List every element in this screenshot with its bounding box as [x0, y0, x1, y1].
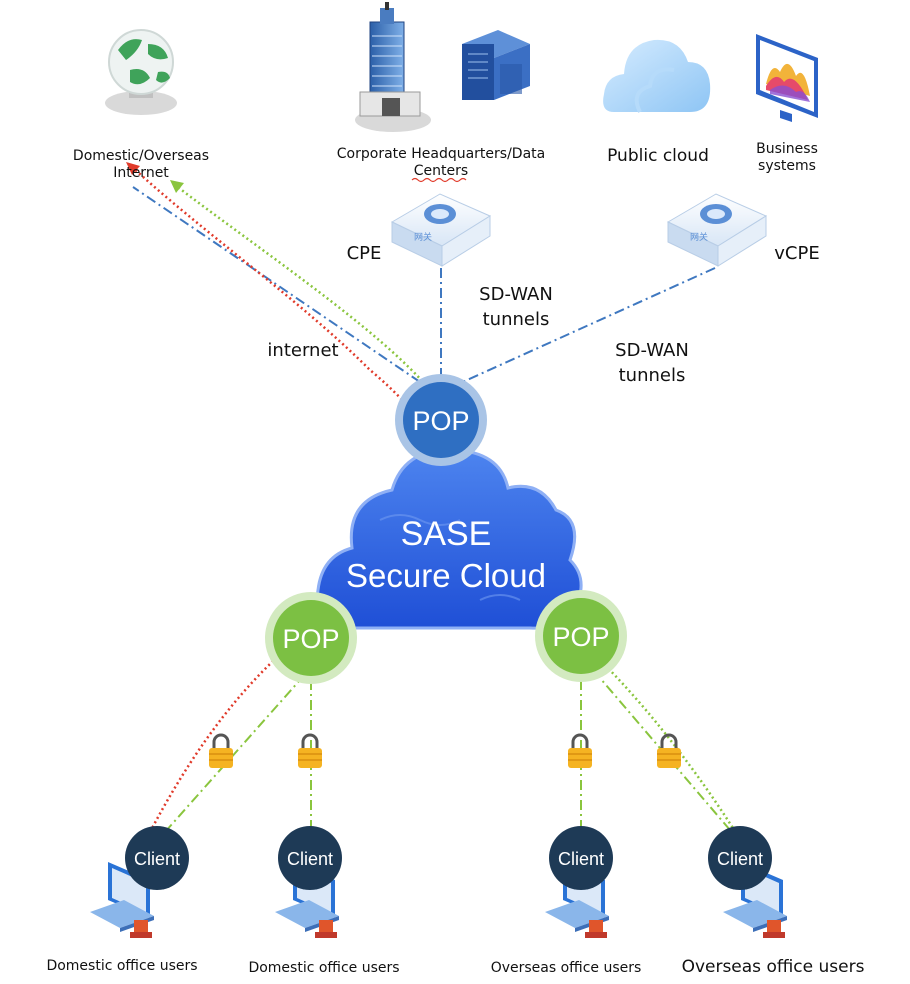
pop-right-node: [535, 590, 627, 682]
svg-text:网关: 网关: [690, 231, 708, 243]
client-badge: [549, 826, 613, 890]
internet-label-line1: Domestic/Overseas: [73, 148, 209, 164]
lock-icon: [568, 733, 592, 768]
vcpe-label: vCPE: [774, 243, 819, 264]
client-1-badge-label: Client: [134, 849, 180, 869]
hq-label-line2: Centers: [414, 163, 468, 179]
business-label-line2: systems: [758, 158, 816, 174]
sdwan-left-line1: SD-WAN: [479, 284, 553, 305]
server-icon: [462, 30, 530, 100]
internet-link-label: internet: [267, 340, 338, 361]
lock-icon: [209, 733, 233, 768]
vcpe-gateway-icon: 网关: [666, 193, 768, 267]
sase-title: SASE: [401, 515, 492, 553]
svg-text:网关: 网关: [414, 231, 432, 243]
cloud-icon: [603, 39, 711, 113]
building-icon: [355, 2, 431, 132]
sdwan-tunnel-vcpe: [455, 267, 716, 386]
pop-right-label: POP: [552, 622, 609, 652]
client-4-label: Overseas office users: [682, 957, 865, 977]
cpe-gateway-icon: 网关: [390, 193, 492, 267]
internet-label-line2: Internet: [113, 165, 169, 181]
monitor-chart-icon: [756, 34, 818, 122]
public-cloud-label: Public cloud: [607, 146, 709, 166]
spellcheck-underline: [411, 177, 467, 183]
sdwan-right-line2: tunnels: [619, 365, 686, 386]
sdwan-right-line1: SD-WAN: [615, 340, 689, 361]
client-2-label: Domestic office users: [248, 960, 399, 976]
cpe-label: CPE: [347, 243, 382, 264]
hq-label-line1: Corporate Headquarters/Data: [337, 146, 545, 162]
client-badge: [278, 826, 342, 890]
lock-icon: [657, 733, 681, 768]
pop-top-node: [395, 374, 487, 466]
pop-top-label: POP: [412, 406, 469, 436]
pop-left-label: POP: [282, 624, 339, 654]
client-4-badge-label: Client: [717, 849, 763, 869]
overseas-green-path: [174, 184, 740, 837]
client-badge: [708, 826, 772, 890]
client-2-badge-label: Client: [287, 849, 333, 869]
internet-breakout-arrow: [126, 162, 140, 175]
lock-icon: [298, 733, 322, 768]
client-3-badge-label: Client: [558, 849, 604, 869]
sase-cloud-icon: [315, 448, 583, 630]
overseas-green-arrow: [170, 180, 184, 193]
client-1-label: Domestic office users: [46, 958, 197, 974]
client-badge: [125, 826, 189, 890]
pop-to-internet-link: [132, 186, 421, 383]
client-3-label: Overseas office users: [491, 960, 642, 976]
globe-icon: [105, 29, 177, 115]
pop-left-node: [265, 592, 357, 684]
sase-subtitle: Secure Cloud: [346, 557, 546, 594]
sdwan-left-line2: tunnels: [483, 309, 550, 330]
business-label-line1: Business: [756, 141, 818, 157]
